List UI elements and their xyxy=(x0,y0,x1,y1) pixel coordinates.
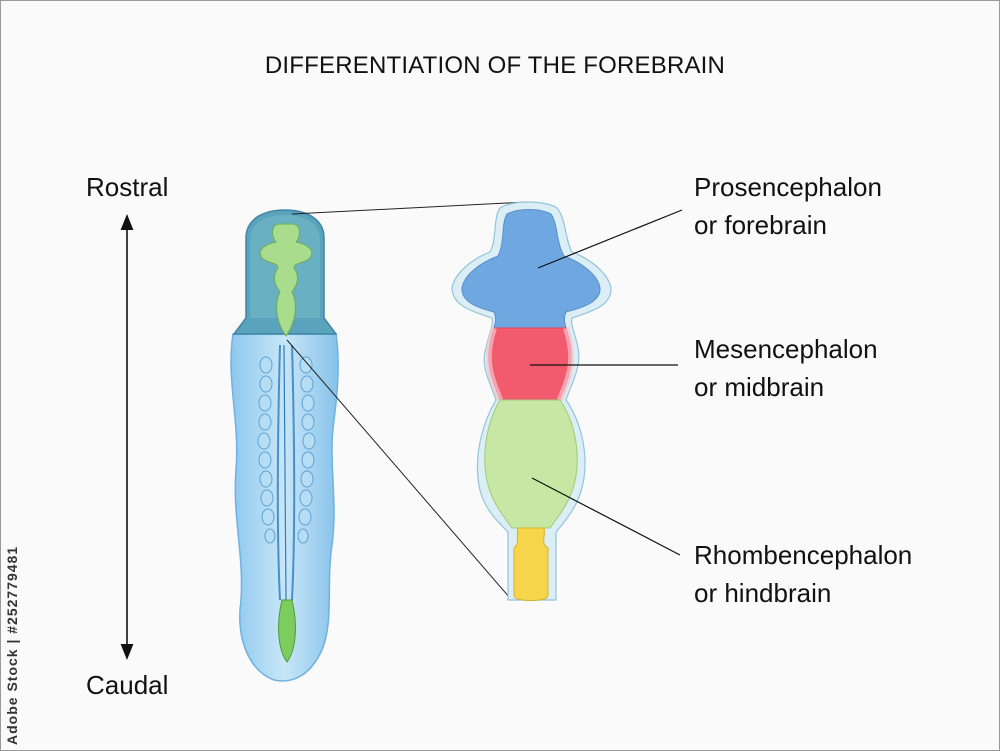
head-neural-plate xyxy=(259,223,313,337)
stock-id-watermark: Adobe Stock | #252779481 xyxy=(4,545,20,745)
diagram-title: DIFFERENTIATION OF THE FOREBRAIN xyxy=(264,52,726,79)
somites-right xyxy=(297,356,316,544)
tail-bud xyxy=(278,599,296,663)
leader-line-forebrain xyxy=(537,209,683,269)
projection-line-top xyxy=(291,201,528,215)
forebrain-label: Prosencephalon or forebrain xyxy=(694,168,882,244)
leader-line-hindbrain xyxy=(531,477,681,556)
rostral-label: Rostral xyxy=(86,172,169,202)
hindbrain-label-line1: Rhombencephalon xyxy=(694,540,913,570)
caudal-label: Caudal xyxy=(86,670,169,700)
spinal-cord-segment xyxy=(513,527,549,601)
somites-left xyxy=(257,356,276,544)
neural-groove xyxy=(276,344,296,601)
forebrain-vesicle xyxy=(461,209,601,329)
forebrain-label-line2: or forebrain xyxy=(694,210,827,240)
brain-vesicles xyxy=(451,201,612,601)
midbrain-label-line2: or midbrain xyxy=(694,372,825,402)
hindbrain-label: Rhombencephalon or hindbrain xyxy=(694,536,912,612)
midbrain-label-line1: Mesencephalon xyxy=(694,334,878,364)
midbrain-vesicle xyxy=(488,327,572,401)
hindbrain-vesicle xyxy=(484,399,578,529)
projection-line-bottom xyxy=(286,339,511,599)
embryo-illustration xyxy=(230,209,339,682)
forebrain-label-line1: Prosencephalon xyxy=(694,172,882,202)
hindbrain-label-line2: or hindbrain xyxy=(694,578,832,608)
midbrain-label: Mesencephalon or midbrain xyxy=(694,330,878,406)
